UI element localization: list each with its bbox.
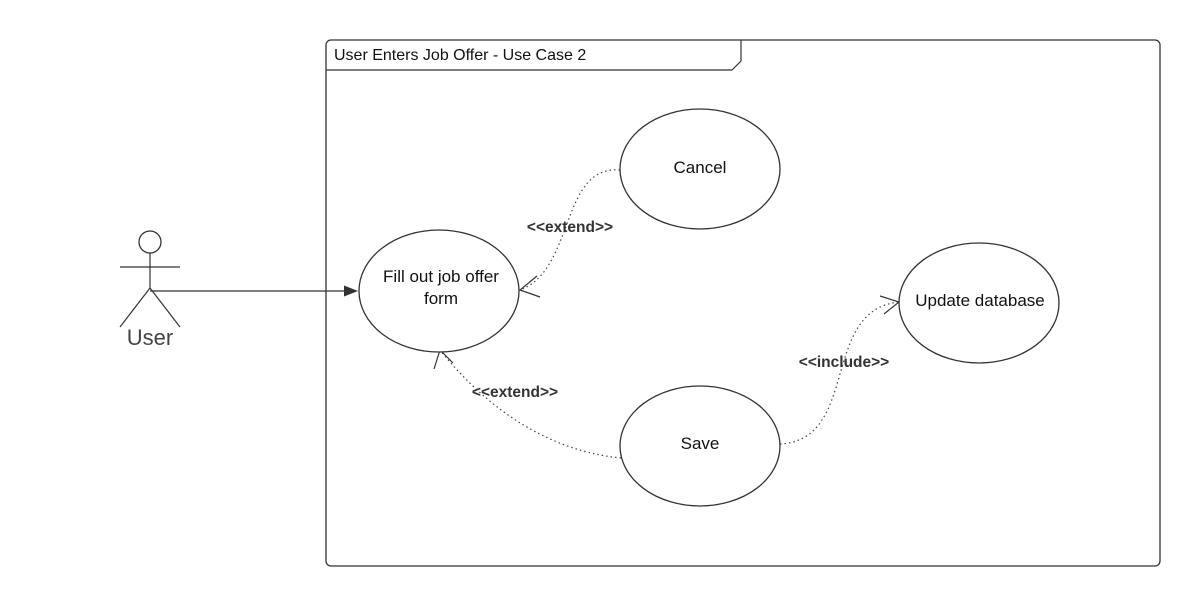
association-arrowhead [344, 285, 358, 297]
use-case-ellipse [619, 108, 781, 230]
frame-title: User Enters Job Offer - Use Case 2 [334, 47, 586, 64]
actor-right-leg [149, 287, 181, 328]
use-case-ellipse [619, 385, 781, 507]
use-case-label: Cancel [674, 158, 727, 177]
use-case-cancel[interactable]: Cancel [619, 108, 781, 230]
save-extend-line[interactable] [439, 349, 622, 459]
actor-name: User [127, 325, 173, 350]
save-include-line[interactable] [779, 301, 900, 445]
actor-left-leg [119, 287, 151, 328]
use-case-ellipse [358, 229, 520, 353]
save-extend-arrowhead [433, 348, 454, 370]
use-case-label-line2: form [424, 289, 458, 308]
frame-title-tab [326, 40, 742, 71]
use-case-ellipse [898, 242, 1060, 364]
use-case-label: Save [681, 434, 720, 453]
system-boundary-frame[interactable] [325, 39, 1161, 567]
use-case-label: Update database [915, 291, 1045, 310]
use-case-save[interactable]: Save [619, 385, 781, 507]
use-case-label-line1: Fill out job offer [383, 267, 499, 286]
use-case-fill-out-form[interactable]: Fill out job offer form [358, 229, 520, 353]
actor-user[interactable]: User [119, 230, 181, 350]
stereotype-extend-cancel: <<extend>> [527, 219, 613, 236]
cancel-extend-line[interactable] [519, 169, 621, 291]
stereotype-include: <<include>> [799, 354, 889, 371]
stereotype-extend-save: <<extend>> [472, 384, 558, 401]
cancel-extend-arrowhead [518, 275, 541, 298]
save-include-arrowhead [879, 295, 901, 315]
actor-head [138, 230, 162, 254]
use-case-update-database[interactable]: Update database [898, 242, 1060, 364]
